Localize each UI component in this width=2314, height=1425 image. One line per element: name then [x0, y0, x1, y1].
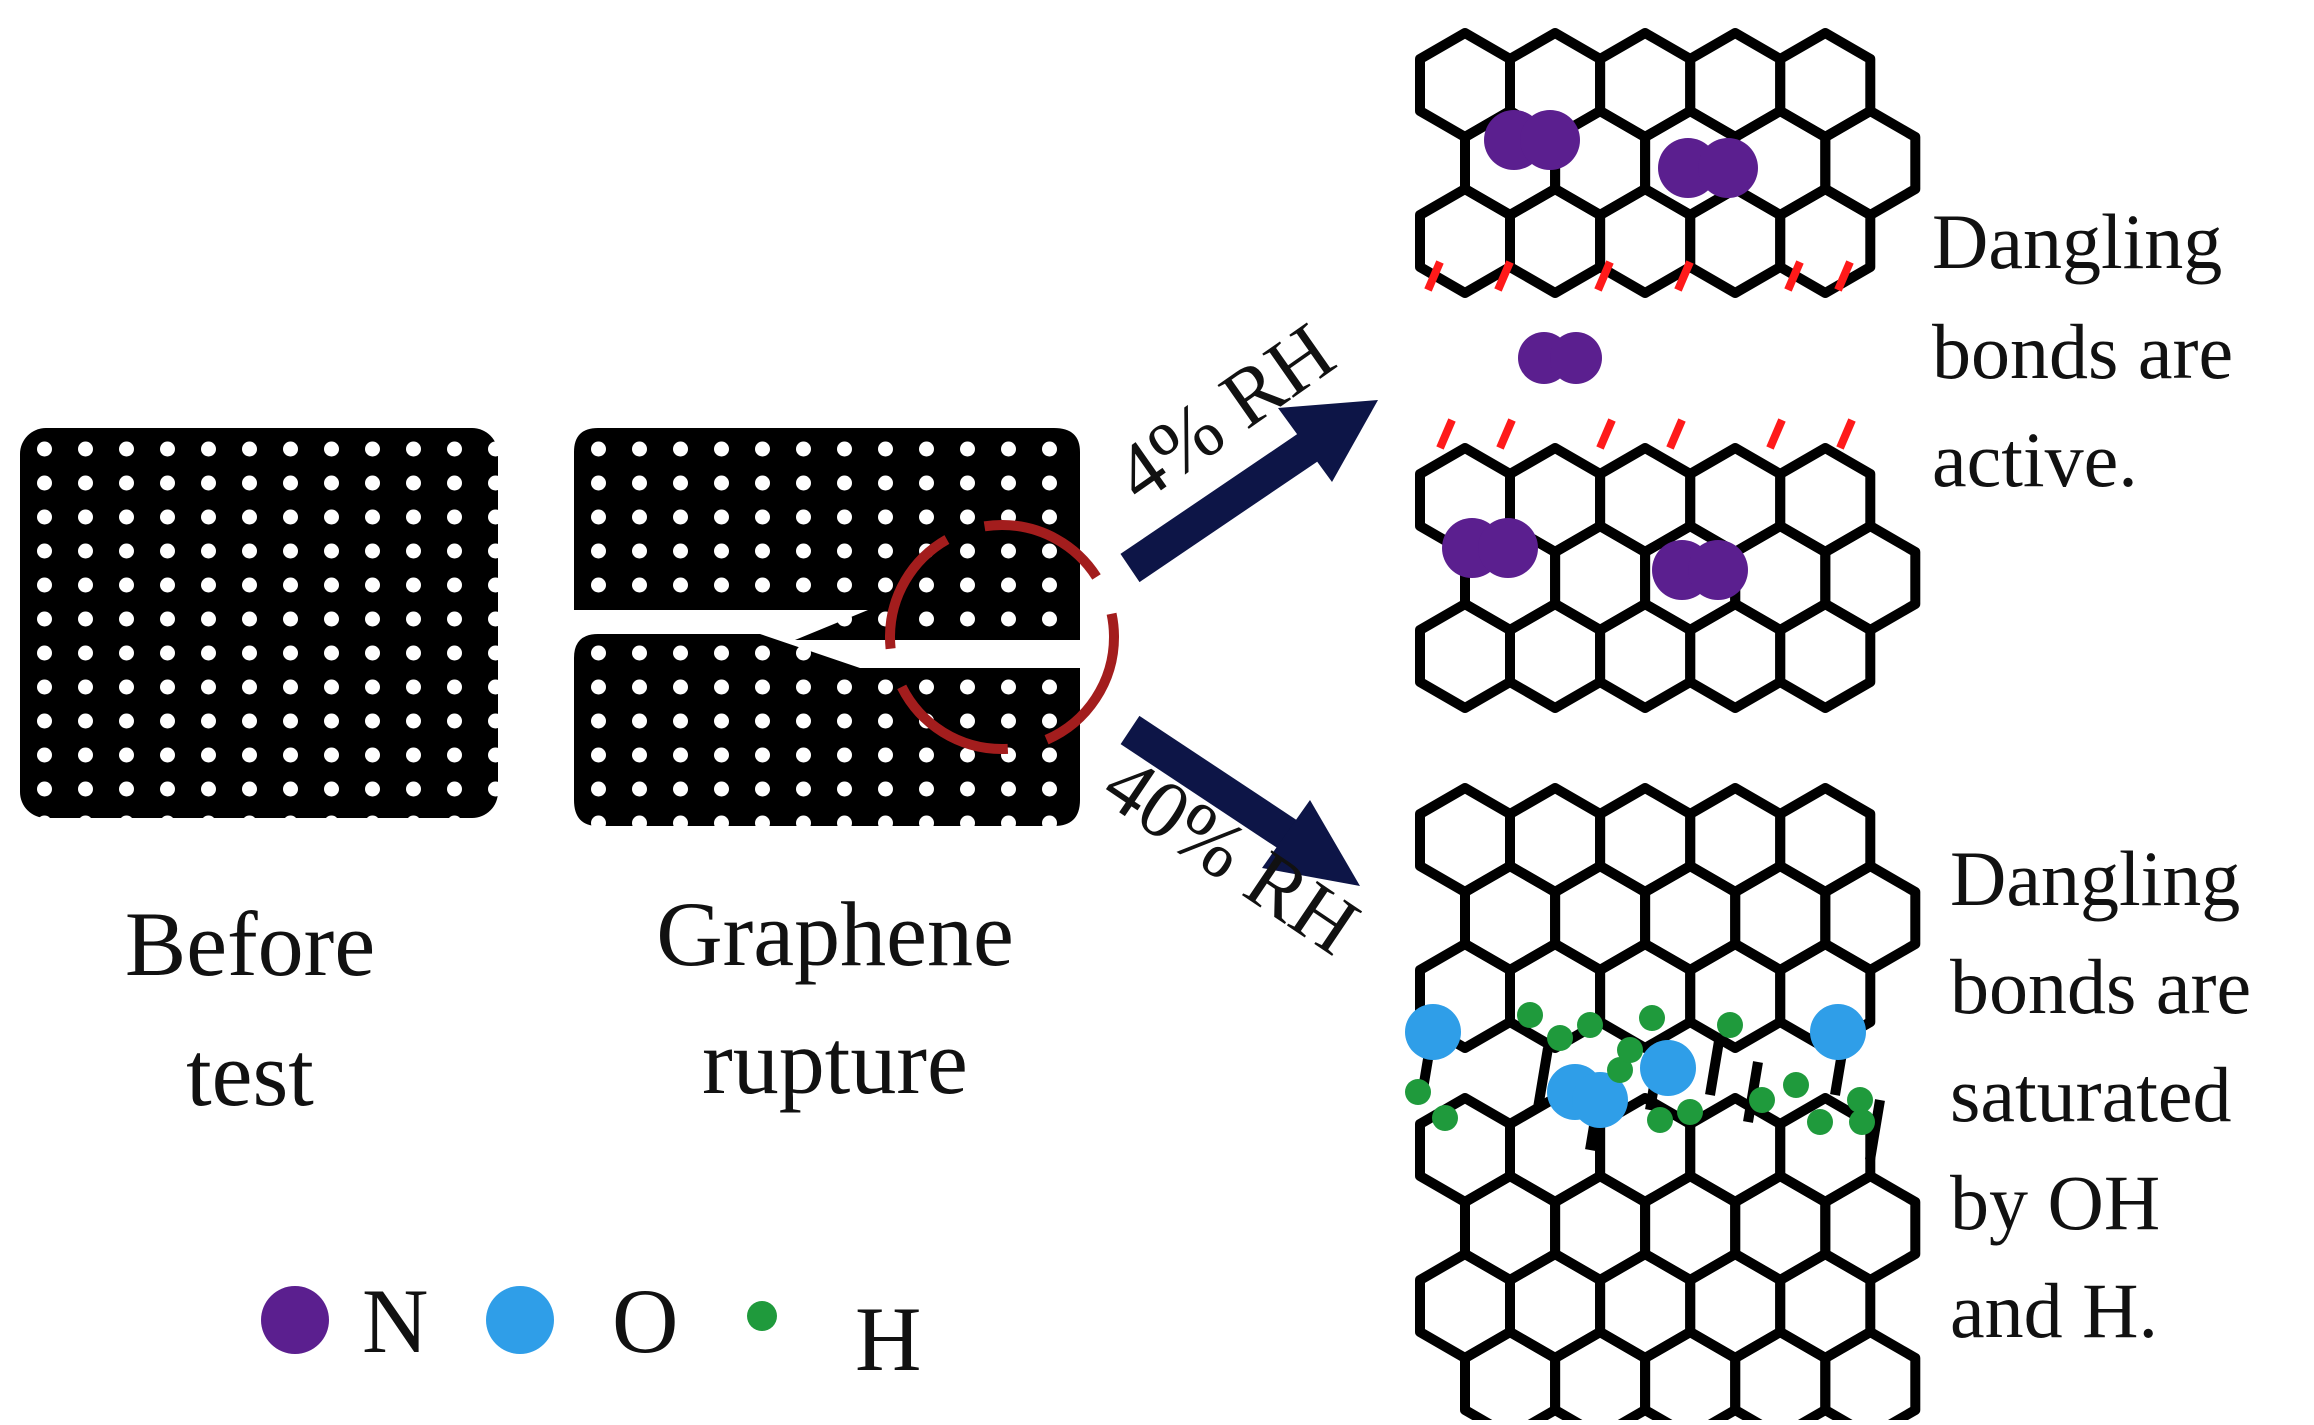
outcome-low-rh-line1: Dangling	[1932, 198, 2222, 285]
hexagon-ring	[1640, 1327, 1741, 1425]
hydrogen-atom	[1847, 1087, 1873, 1113]
hydrogen-atom	[1639, 1005, 1665, 1031]
hexagon-ring	[1595, 599, 1696, 713]
hydrogen-atom	[1517, 1002, 1543, 1028]
dangling-bond	[1834, 260, 1854, 292]
nitrogen-molecule-atom	[1550, 332, 1602, 384]
hydrogen-atom	[1617, 1037, 1643, 1063]
nitrogen-molecule-atom	[1688, 540, 1748, 600]
dangling-bond	[1766, 418, 1786, 450]
nitrogen-molecule-atom	[1698, 138, 1758, 198]
outcome-low-rh-line2: bonds are	[1932, 308, 2233, 395]
hydrogen-atom	[1432, 1105, 1458, 1131]
legend-oxygen-swatch	[486, 1286, 554, 1354]
dangling-bond	[1436, 418, 1456, 450]
hydrogen-atom	[1607, 1057, 1633, 1083]
outcome-high-rh-line4: by OH	[1950, 1159, 2160, 1246]
outcome-lattice-low-rh	[1415, 28, 1921, 713]
hexagon-ring	[1775, 184, 1876, 298]
nitrogen-molecule-atom	[1478, 518, 1538, 578]
legend-nitrogen-label: N	[362, 1270, 428, 1372]
hexagon-ring	[1505, 184, 1606, 298]
dangling-bond	[1424, 260, 1444, 292]
oxygen-atom	[1572, 1072, 1628, 1128]
arrow-low-rh	[1120, 400, 1378, 583]
hydrogen-atom	[1577, 1012, 1603, 1038]
caption-before-line2: test	[186, 1023, 314, 1125]
outcome-low-rh-line3: active.	[1932, 416, 2138, 503]
ruptured-lattice	[574, 428, 1119, 826]
dangling-bond	[1674, 260, 1694, 292]
hydrogen-atom	[1647, 1107, 1673, 1133]
hydrogen-atom	[1807, 1109, 1833, 1135]
outcome-lattice-high-rh	[1405, 783, 1921, 1425]
outcome-high-rh-line1: Dangling	[1950, 835, 2240, 922]
hexagon-ring	[1775, 599, 1876, 713]
dangling-bond	[1494, 260, 1514, 292]
nitrogen-molecule-atom	[1520, 110, 1580, 170]
hexagon-ring	[1415, 599, 1515, 713]
dangling-bond	[1594, 260, 1614, 292]
hydrogen-atom	[1717, 1012, 1743, 1038]
dangling-bond	[1784, 260, 1804, 292]
caption-before-line1: Before	[125, 893, 375, 995]
hexagon-ring	[1820, 1327, 1921, 1425]
bond-segment	[1533, 1047, 1553, 1109]
dangling-bond	[1836, 418, 1856, 450]
legend-hydrogen-swatch	[747, 1301, 777, 1331]
hexagon-ring	[1685, 184, 1786, 298]
bond-segment	[1705, 1034, 1725, 1096]
dangling-bond	[1666, 418, 1686, 450]
bond-segment	[1865, 1099, 1885, 1161]
arrow-high-rh	[1120, 715, 1360, 886]
legend-oxygen-label: O	[612, 1270, 678, 1372]
hydrogen-atom	[1677, 1099, 1703, 1125]
hydrogen-atom	[1783, 1072, 1809, 1098]
dangling-bond	[1496, 418, 1516, 450]
pristine-lattice	[20, 428, 498, 818]
caption-rupture-line2: rupture	[702, 1011, 968, 1113]
hydrogen-atom	[1749, 1087, 1775, 1113]
hexagon-ring	[1505, 599, 1606, 713]
oxygen-atom	[1640, 1040, 1696, 1096]
caption-rupture-line1: Graphene	[656, 883, 1014, 985]
legend-hydrogen-label: H	[855, 1288, 921, 1390]
oxygen-atom	[1405, 1004, 1461, 1060]
rupture-highlight-circle	[885, 520, 1119, 754]
hexagon-ring	[1595, 939, 1696, 1053]
legend-nitrogen-swatch	[261, 1286, 329, 1354]
dangling-bond	[1596, 418, 1616, 450]
outcome-high-rh-line3: saturated	[1950, 1051, 2232, 1138]
hexagon-ring	[1595, 184, 1696, 298]
hexagon-ring	[1685, 599, 1786, 713]
oxygen-atom	[1810, 1004, 1866, 1060]
legend: N O H	[261, 1270, 921, 1390]
hexagon-ring	[1730, 1327, 1831, 1425]
hydrogen-atom	[1547, 1025, 1573, 1051]
outcome-high-rh-line5: and H.	[1950, 1267, 2158, 1354]
hydrogen-atom	[1849, 1109, 1875, 1135]
hydrogen-atom	[1405, 1079, 1431, 1105]
outcome-high-rh-line2: bonds are	[1950, 943, 2251, 1030]
hexagon-ring	[1550, 1327, 1651, 1425]
hexagon-ring	[1460, 1327, 1561, 1425]
